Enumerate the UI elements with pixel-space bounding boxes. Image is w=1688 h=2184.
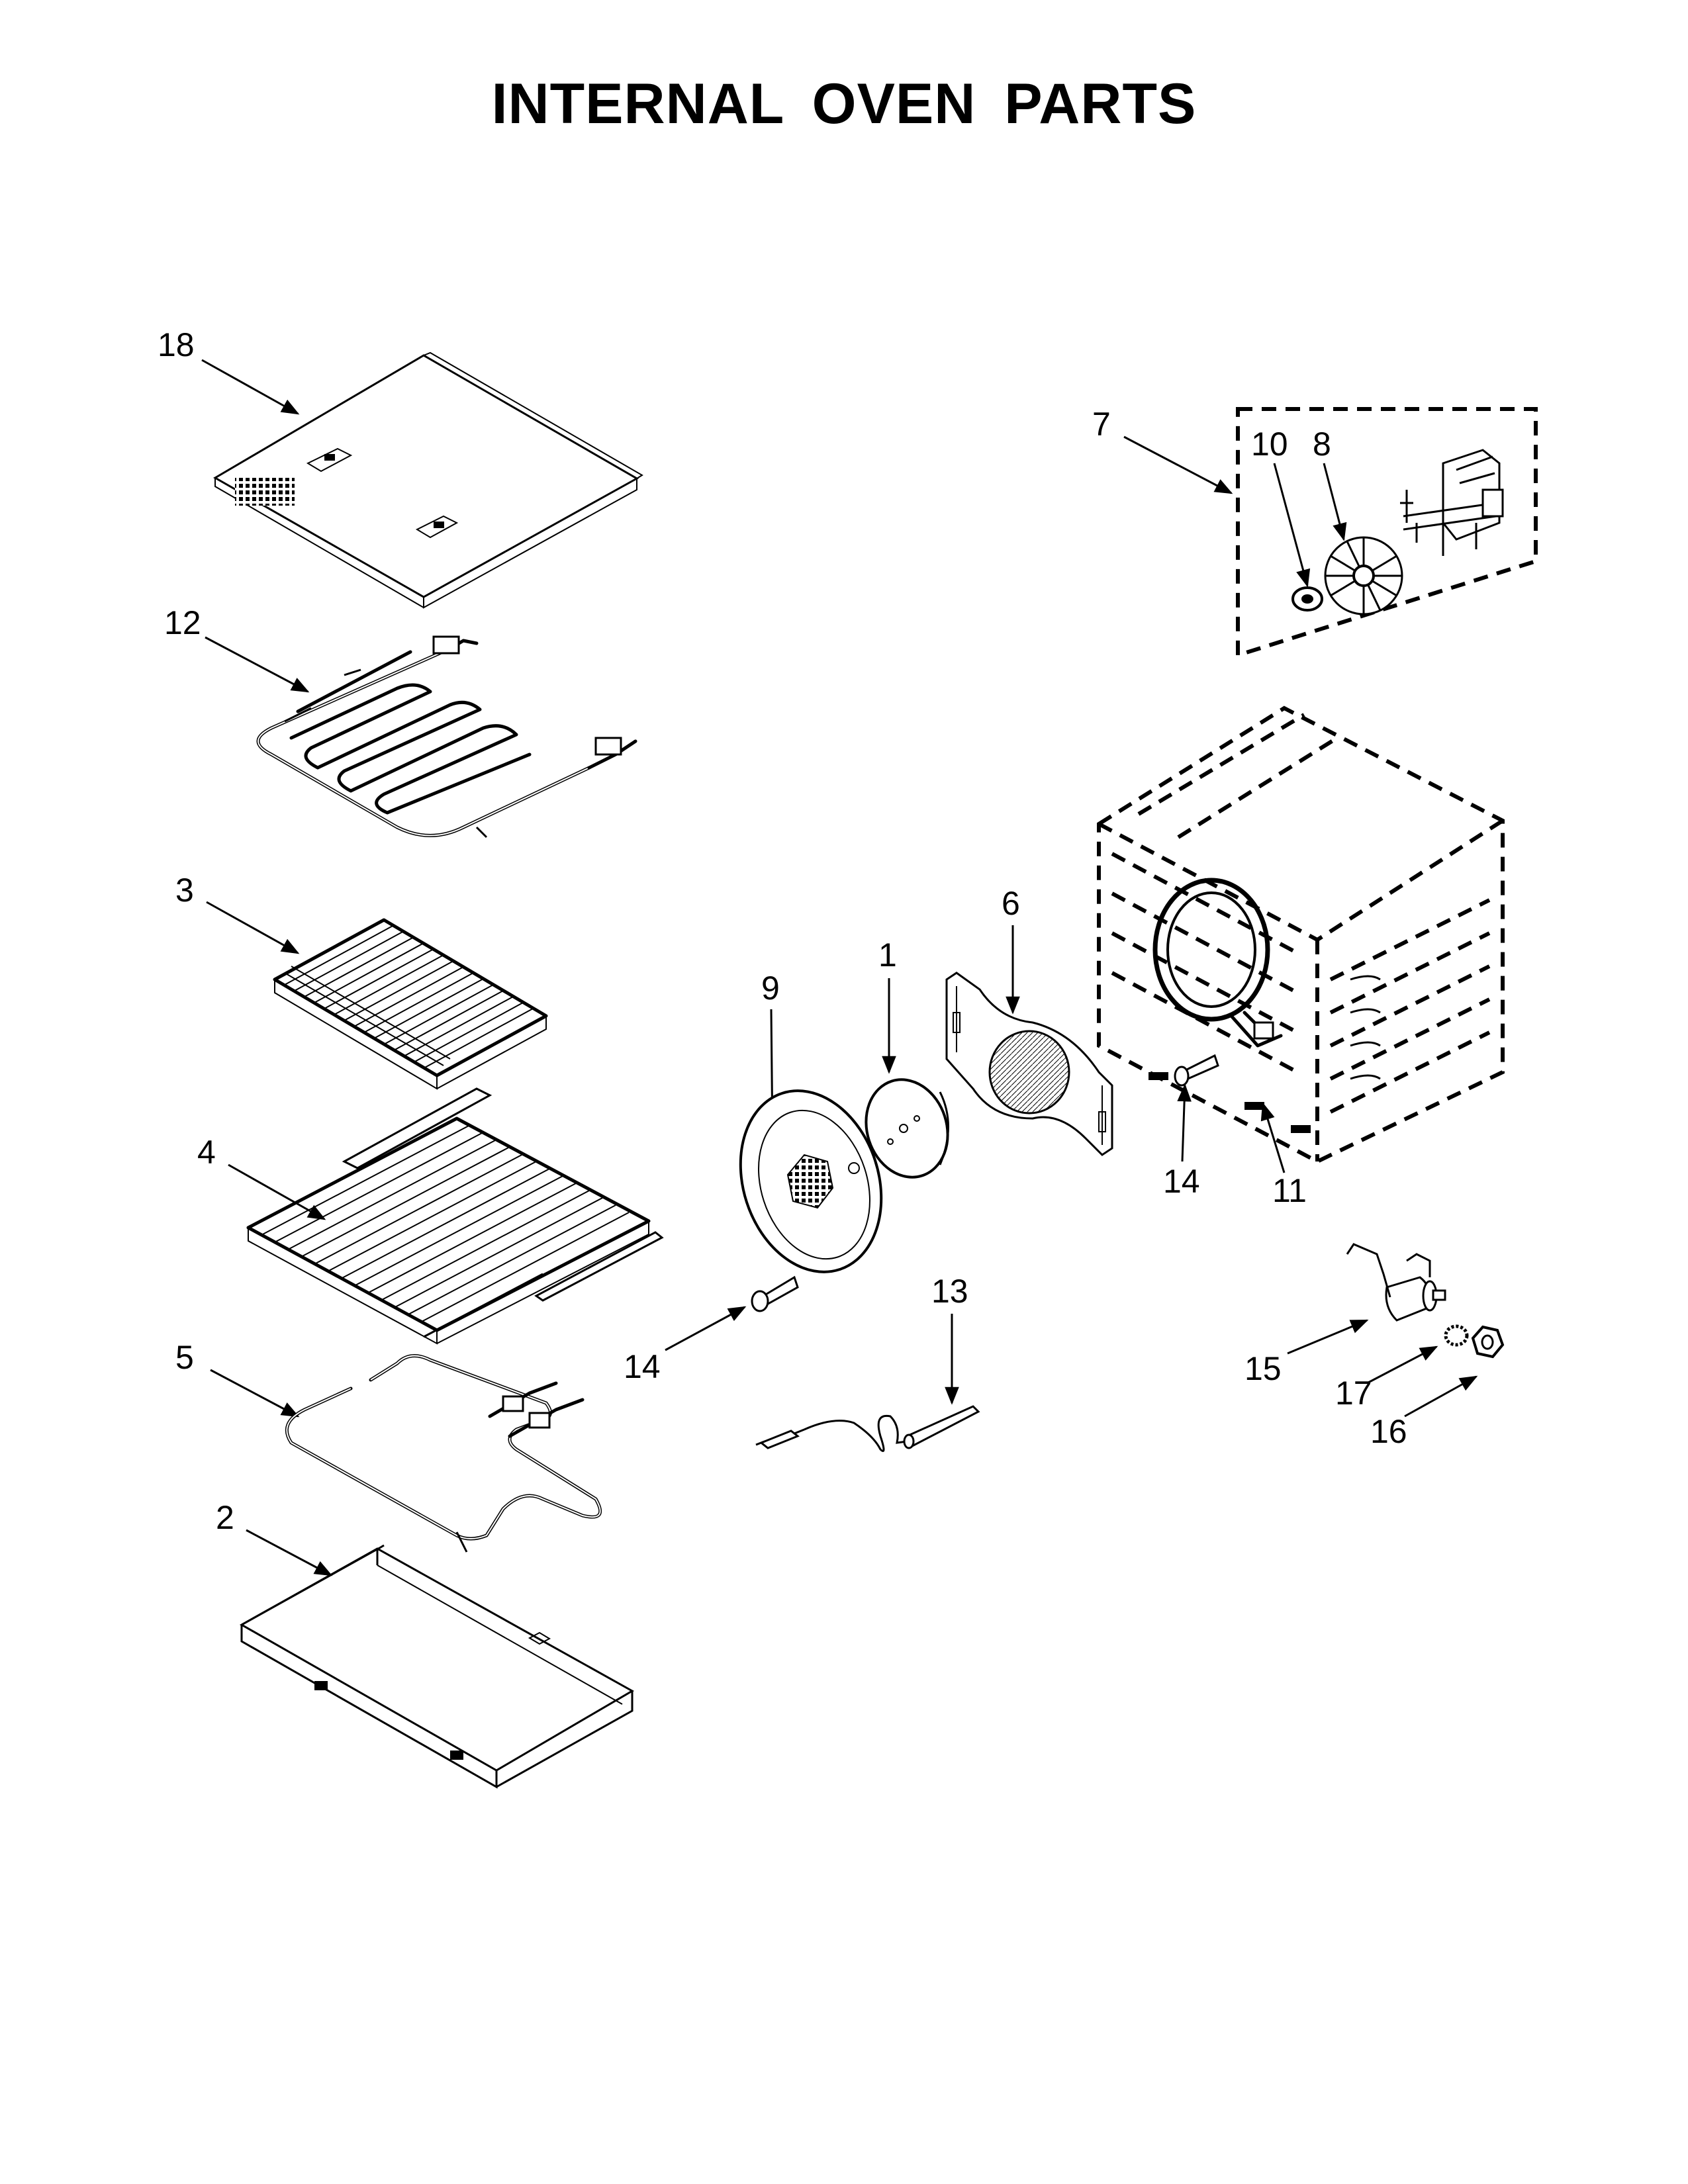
oven-cavity-liner	[1097, 705, 1505, 1164]
part-1-fan-disc	[865, 1078, 949, 1179]
part-16-nut	[1471, 1325, 1505, 1359]
circular-convection-element	[1152, 878, 1283, 1048]
callout-15: 15	[1244, 1350, 1282, 1387]
callout-2: 2	[216, 1499, 234, 1536]
part-2-bottom-cover	[239, 1544, 635, 1789]
callout-3: 3	[175, 872, 194, 909]
part-3-oven-rack	[273, 918, 548, 1090]
part-14-screw-lower	[751, 1275, 799, 1312]
part-10-nut	[1291, 586, 1323, 612]
part-15-light-socket	[1346, 1243, 1446, 1322]
part-4-sliding-rack	[246, 1087, 664, 1345]
callout-18: 18	[158, 326, 195, 363]
part-14-screw-upper	[1174, 1054, 1219, 1087]
callout-7: 7	[1092, 406, 1111, 443]
callout-4: 4	[197, 1134, 216, 1171]
leader-lines	[201, 359, 1478, 1576]
callout-14-upper: 14	[1163, 1163, 1200, 1200]
part-6-rear-baffle	[945, 972, 1113, 1156]
callout-13: 13	[931, 1273, 968, 1310]
page-title: INTERNAL OVEN PARTS	[491, 72, 1197, 136]
part-17-lock-washer	[1444, 1324, 1469, 1347]
callout-8: 8	[1313, 426, 1331, 463]
part-7-convection-motor-assembly	[1236, 407, 1538, 659]
part-13-meat-probe	[755, 1405, 980, 1452]
callout-5: 5	[175, 1339, 194, 1376]
callout-9: 9	[761, 970, 780, 1007]
part-5-bake-element	[285, 1354, 602, 1553]
callout-16: 16	[1370, 1413, 1407, 1450]
callout-10: 10	[1251, 426, 1288, 463]
motor-bracket	[1400, 449, 1504, 556]
part-8-fan-blade	[1324, 536, 1403, 615]
callout-14-lower: 14	[624, 1348, 661, 1385]
callout-17: 17	[1335, 1375, 1372, 1412]
part-12-broil-element	[256, 635, 637, 839]
callout-1: 1	[878, 936, 897, 974]
callout-labels: 18 12 3 4 5 2 7 10 8 9 1 6 11 14 14 13 1…	[158, 326, 1407, 1536]
callout-6: 6	[1002, 885, 1020, 922]
callout-12: 12	[164, 604, 201, 641]
callout-11: 11	[1272, 1172, 1307, 1209]
part-9-fan-cover	[739, 1089, 883, 1273]
part-18-top-panel	[213, 351, 643, 609]
